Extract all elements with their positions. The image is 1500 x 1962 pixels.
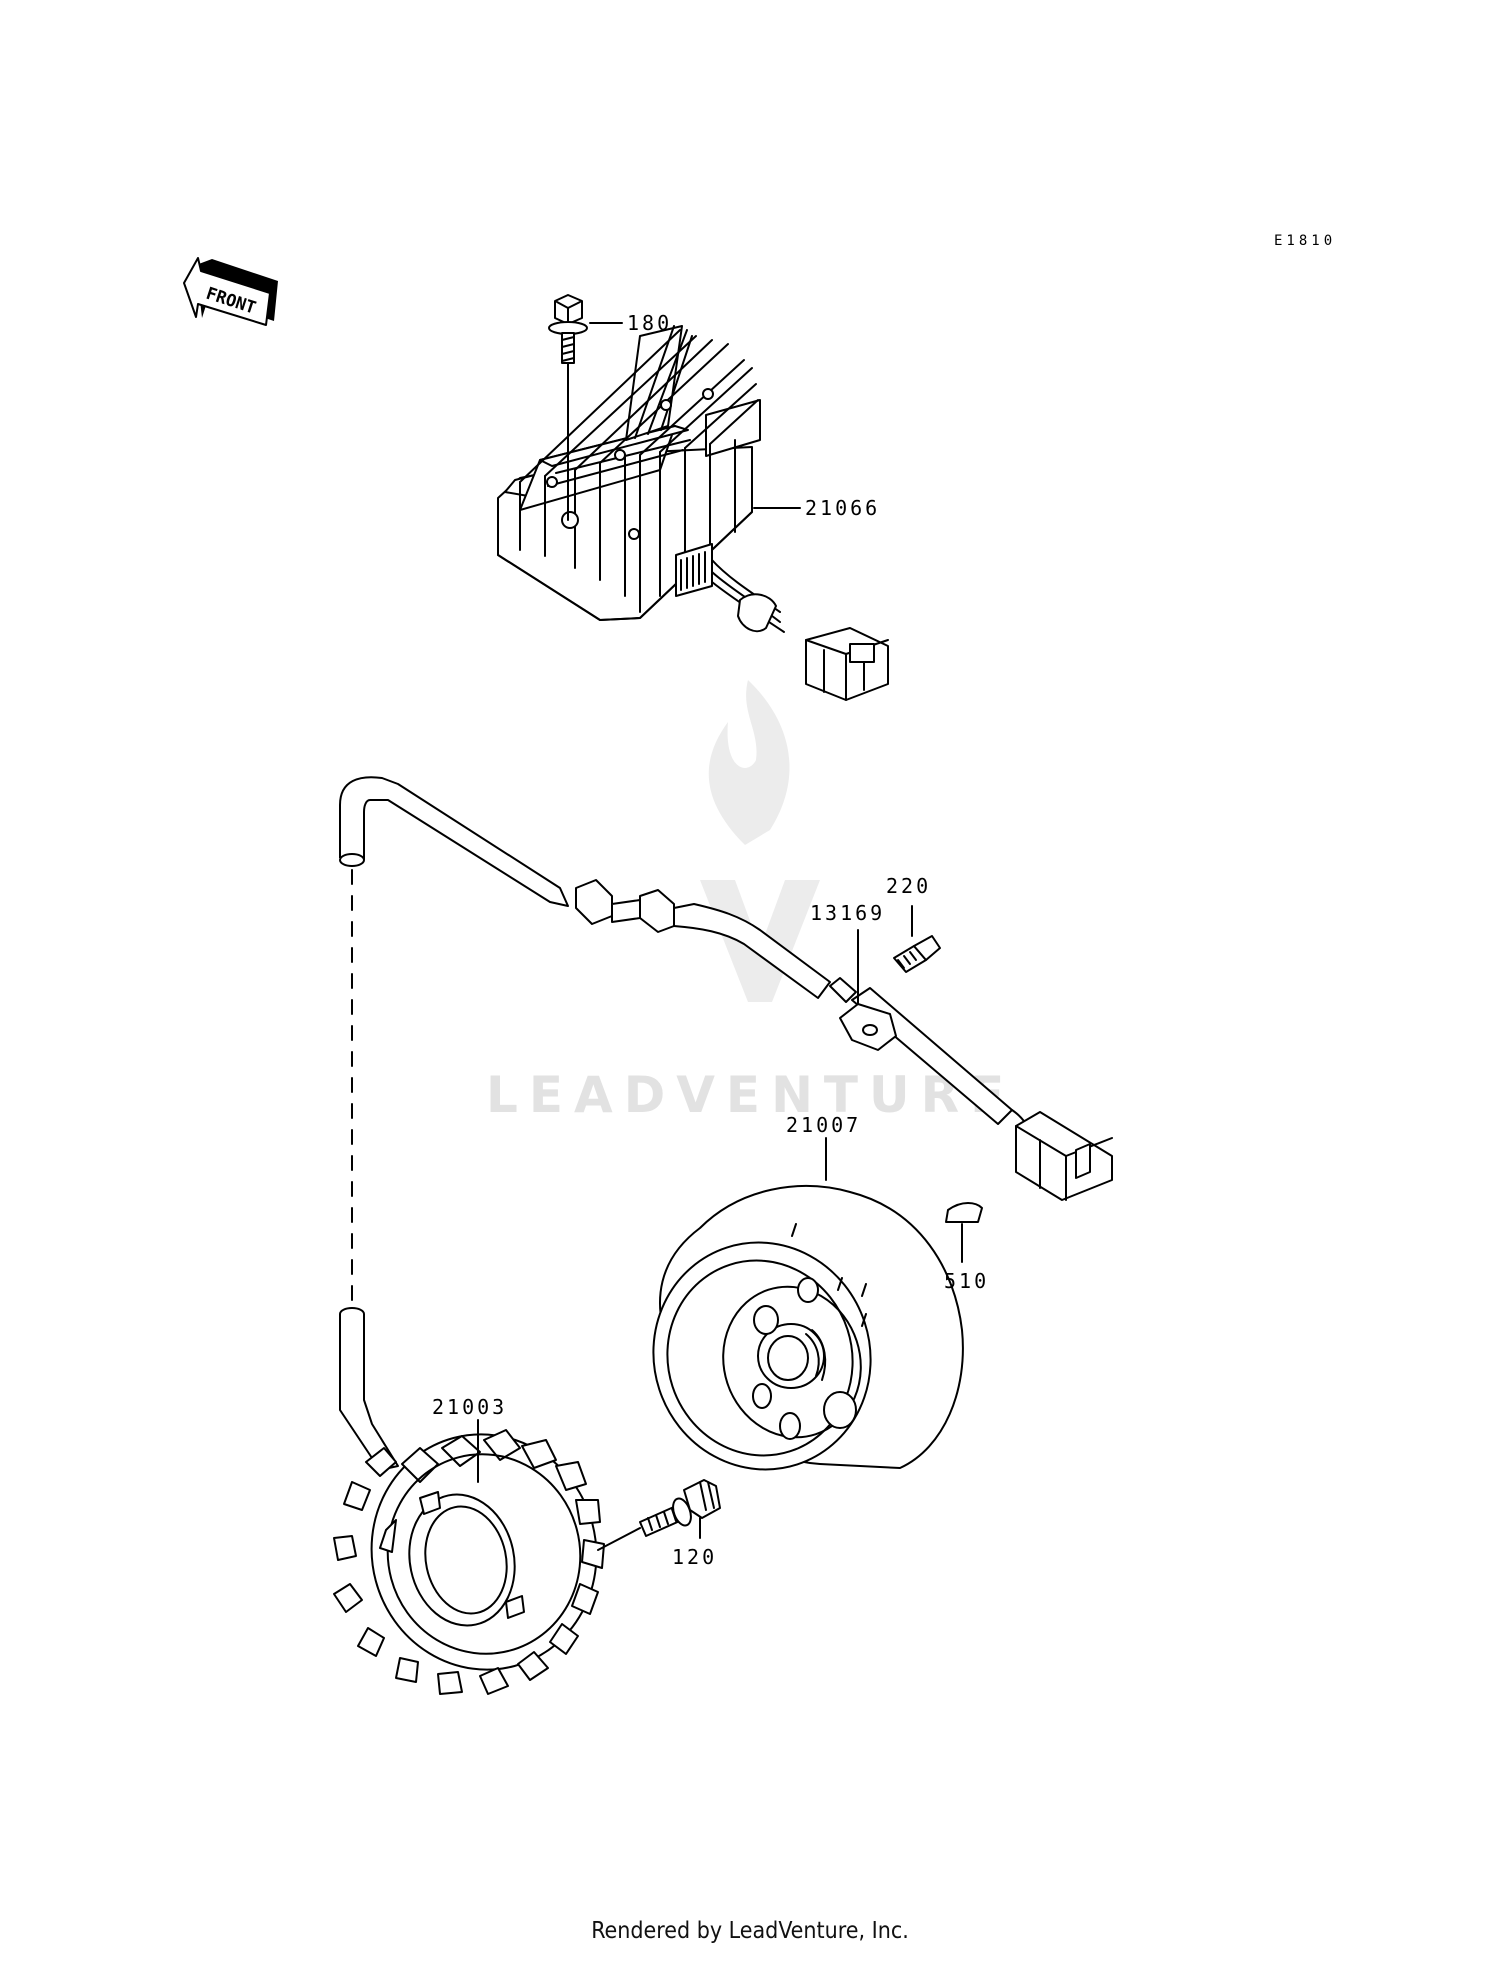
- stator-21003: 21003: [333, 1395, 605, 1695]
- label-220: 220: [886, 874, 931, 898]
- key-510: 510: [944, 1202, 989, 1293]
- rotor-21007: 21007: [652, 1113, 964, 1471]
- bolt-120: 120: [597, 1479, 721, 1569]
- watermark-text: LEADVENTURE: [486, 1066, 1015, 1124]
- bolt-180: 180: [548, 294, 669, 364]
- label-120: 120: [672, 1545, 717, 1569]
- diagram-code: E1810: [1274, 233, 1336, 249]
- watermark-logo-icon: [700, 680, 820, 1002]
- plate-13169: 13169: [810, 901, 897, 1051]
- footer-credit: Rendered by LeadVenture, Inc.: [591, 1918, 909, 1944]
- label-21007: 21007: [786, 1113, 861, 1137]
- front-arrow-icon: FRONT: [183, 257, 278, 326]
- label-510: 510: [944, 1269, 989, 1293]
- watermark: LEADVENTURE: [486, 680, 1015, 1124]
- label-21003: 21003: [432, 1395, 507, 1419]
- screw-220: 220: [886, 874, 941, 973]
- label-21066: 21066: [805, 496, 880, 520]
- regulator-rectifier: 21066: [497, 325, 889, 701]
- label-13169: 13169: [810, 901, 885, 925]
